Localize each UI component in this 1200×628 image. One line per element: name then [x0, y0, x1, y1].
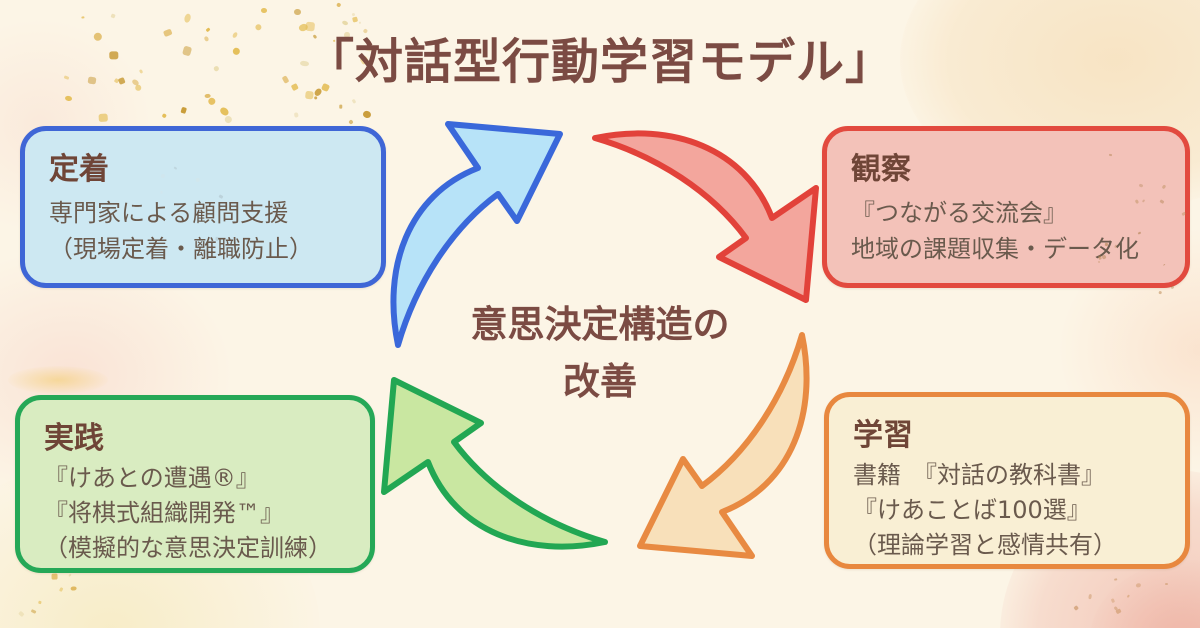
cycle-arrow-left-icon [381, 377, 608, 550]
cycle-arrow-right-icon [592, 130, 819, 303]
box-learning-heading: 学習 [853, 418, 913, 453]
box-learning-line2: 『けあことば100選』 [853, 496, 1091, 525]
center-label: 意思決定構造の 改善 [471, 296, 730, 411]
center-label-line1: 意思決定構造の [470, 303, 730, 346]
center-label-line2: 改善 [563, 360, 637, 404]
box-retention-heading: 定着 [49, 152, 109, 187]
box-observation-line1: 『つながる交流会』 [851, 199, 1067, 227]
box-practice-line3: （模擬的な意思決定訓練） [44, 534, 332, 563]
page-title: 「対話型行動学習モデル」 [305, 34, 894, 90]
box-retention-line2: （現場定着・離職防止） [49, 235, 313, 264]
cycle-arrow-up-icon [390, 121, 563, 348]
box-practice-heading: 実践 [44, 421, 104, 456]
box-practice-line1: 『けあとの遭遇®』 [44, 464, 260, 492]
cycle-arrow-down-icon [637, 332, 810, 559]
box-observation-heading: 観察 [851, 152, 911, 187]
box-learning-line3: （理論学習と感情共有） [853, 531, 1117, 560]
box-practice: 実践 『けあとの遭遇®』 『将棋式組織開発™』 （模擬的な意思決定訓練） [15, 395, 375, 573]
box-retention: 定着 専門家による顧問支援 （現場定着・離職防止） [20, 126, 386, 288]
box-observation-line2: 地域の課題収集・データ化 [851, 235, 1139, 264]
box-retention-line1: 専門家による顧問支援 [49, 199, 289, 227]
box-learning: 学習 書籍 『対話の教科書』 『けあことば100選』 （理論学習と感情共有） [824, 392, 1190, 569]
box-learning-line1: 書籍 『対話の教科書』 [853, 461, 1105, 489]
box-practice-line2: 『将棋式組織開発™』 [44, 499, 284, 528]
box-observation: 観察 『つながる交流会』 地域の課題収集・データ化 [822, 126, 1190, 288]
